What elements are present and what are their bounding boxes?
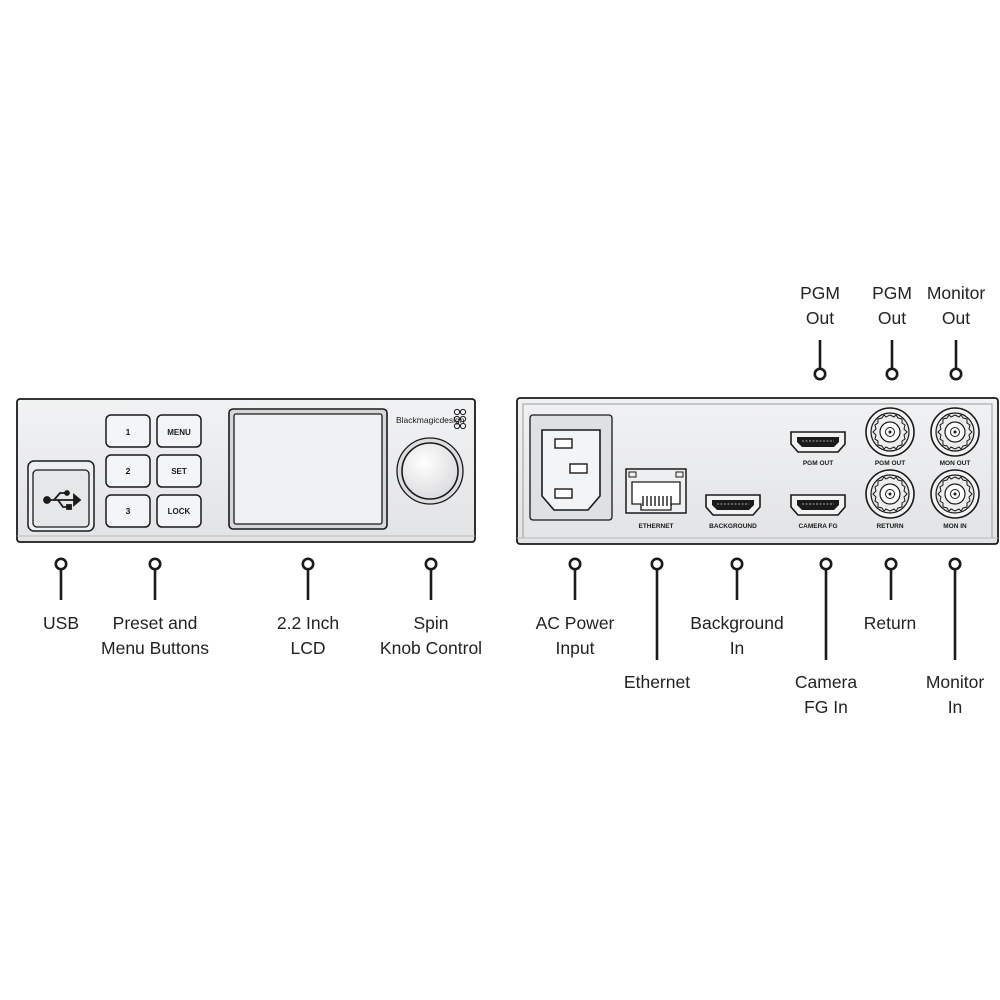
preset-menu-buttons-callout-label: Preset and Menu Buttons	[101, 613, 209, 658]
preset-button-2-label: 2	[126, 466, 131, 476]
monitor-out-callout-marker	[949, 367, 963, 381]
camera-fg-callout-marker	[819, 557, 833, 571]
camera-fg-port-label: CAMERA FG	[798, 523, 837, 530]
monitor-out-callout-label: Monitor Out	[926, 283, 986, 328]
front-panel: 1 2 3 MENU SET LOCK Blackmagicdesign	[16, 398, 476, 543]
brand-logo-text: Blackmagicdesign	[396, 415, 465, 425]
return-port-label: RETURN	[876, 523, 903, 530]
camera-fg-in-callout-label: Camera FG In	[794, 672, 858, 717]
set-button-label: SET	[171, 467, 187, 476]
spin-knob	[396, 437, 464, 505]
lock-button: LOCK	[156, 494, 202, 528]
lcd-callout-marker	[301, 557, 315, 571]
lock-button-label: LOCK	[168, 507, 191, 516]
preset-button-2: 2	[105, 454, 151, 488]
usb-port	[27, 460, 95, 532]
return-callout-label: Return	[863, 613, 917, 633]
spin-knob-callout-label: Spin Knob Control	[379, 613, 483, 658]
knob-callout-marker	[424, 557, 438, 571]
preset-button-3: 3	[105, 494, 151, 528]
return-callout-marker	[884, 557, 898, 571]
monitor-in-callout-label: Monitor In	[925, 672, 985, 717]
mon-in-sdi-connector	[930, 469, 980, 519]
ac-power-callout-label: AC Power Input	[535, 613, 615, 658]
pgm-out-hdmi-callout-label: PGM Out	[800, 283, 840, 328]
pgm-out-sdi-port-label: PGM OUT	[875, 460, 905, 467]
mon-out-port-label: MON OUT	[940, 460, 971, 467]
ethernet-port-label: ETHERNET	[638, 523, 673, 530]
background-port-label: BACKGROUND	[709, 523, 757, 530]
ethernet-port	[625, 468, 687, 514]
usb-callout-label: USB	[43, 613, 79, 633]
return-sdi-connector	[865, 469, 915, 519]
pgm-out-hdmi-callout-marker	[813, 367, 827, 381]
pgm-out-sdi-connector	[865, 407, 915, 457]
background-callout-marker	[730, 557, 744, 571]
pgm-out-hdmi-port	[790, 431, 846, 453]
callout-leaders	[54, 340, 963, 660]
mon-in-port-label: MON IN	[943, 523, 967, 530]
preset-button-1: 1	[105, 414, 151, 448]
rear-panel: ETHERNET BACKGROUND PGM OUT CAMERA FG PG…	[516, 397, 999, 545]
preset-button-1-label: 1	[126, 427, 131, 437]
brand-logo-icon	[453, 408, 467, 430]
menu-button: MENU	[156, 414, 202, 448]
monitor-in-callout-marker	[948, 557, 962, 571]
mon-out-sdi-connector	[930, 407, 980, 457]
lcd-screen	[228, 408, 388, 530]
background-hdmi-port	[705, 494, 761, 516]
usb-callout-marker	[54, 557, 68, 571]
lcd-callout-label: 2.2 Inch LCD	[276, 613, 340, 658]
pgm-out-sdi-callout-label: PGM Out	[872, 283, 912, 328]
ethernet-callout-label: Ethernet	[623, 672, 691, 692]
preset-button-3-label: 3	[126, 506, 131, 516]
buttons-callout-marker	[148, 557, 162, 571]
set-button: SET	[156, 454, 202, 488]
ac-power-callout-marker	[568, 557, 582, 571]
pgm-out-sdi-callout-marker	[885, 367, 899, 381]
usb-icon	[43, 490, 82, 510]
background-in-callout-label: Background In	[690, 613, 784, 658]
ac-power-inlet	[529, 414, 613, 521]
pgm-out-hdmi-port-label: PGM OUT	[803, 460, 833, 467]
menu-button-label: MENU	[167, 428, 191, 437]
ethernet-callout-marker	[650, 557, 664, 571]
camera-fg-hdmi-port	[790, 494, 846, 516]
